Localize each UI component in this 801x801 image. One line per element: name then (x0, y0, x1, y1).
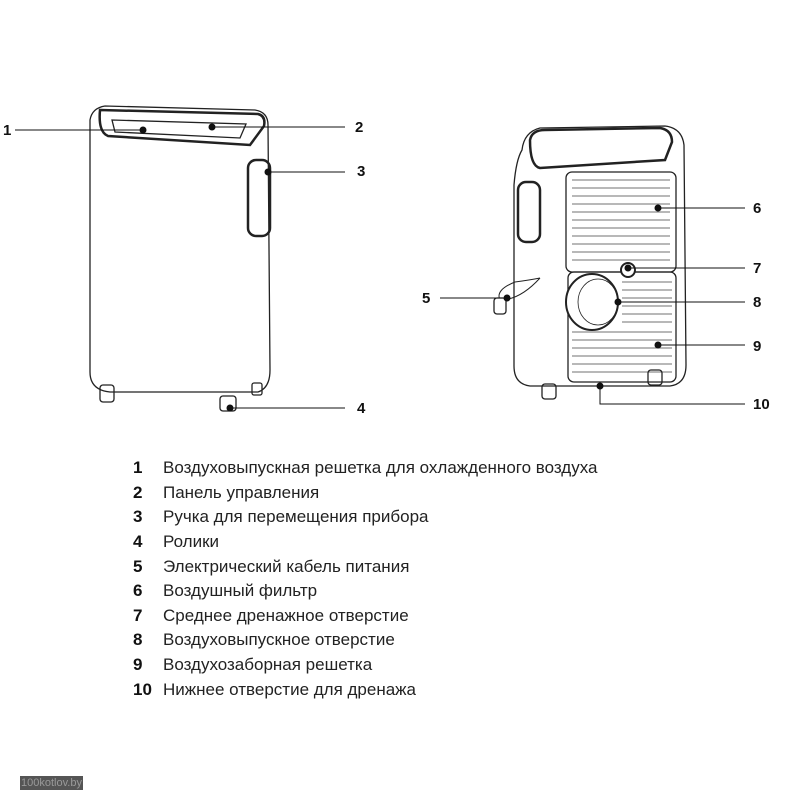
legend-number: 4 (133, 532, 143, 552)
callout-2: 2 (355, 119, 364, 136)
legend-number: 1 (133, 458, 143, 478)
legend-item: 10 Нижнее отверстие для дренажа (133, 677, 598, 702)
callout-8: 8 (753, 294, 762, 311)
legend-number: 6 (133, 581, 143, 601)
callout-1: 1 (3, 122, 12, 139)
legend-text: Воздушный фильтр (163, 581, 318, 601)
legend-item: 5 Электрический кабель питания (133, 554, 598, 579)
legend-number: 10 (133, 679, 152, 699)
legend-item: 4 Ролики (133, 530, 598, 555)
callout-6: 6 (753, 200, 762, 217)
legend-number: 2 (133, 482, 143, 502)
legend-item: 6 Воздушный фильтр (133, 579, 598, 604)
legend-text: Воздухозаборная решетка (163, 655, 373, 675)
callout-3: 3 (357, 163, 366, 180)
legend-item: 9 Воздухозаборная решетка (133, 653, 598, 678)
legend-number: 8 (133, 630, 143, 650)
legend-text: Ролики (163, 532, 220, 552)
parts-legend: 1 Воздуховыпускная решетка для охлажденно… (133, 456, 598, 702)
legend-text: Воздуховыпускное отверстие (163, 630, 395, 650)
watermark: 100kotlov.by (20, 776, 83, 790)
front-view-unit (89, 105, 272, 412)
legend-item: 3 Ручка для перемещения прибора (133, 505, 598, 530)
legend-text: Панель управления (163, 482, 320, 502)
callout-4: 4 (357, 400, 366, 417)
leader-lines (15, 123, 745, 412)
legend-text: Электрический кабель питания (163, 556, 410, 576)
legend-number: 9 (133, 655, 143, 675)
legend-item: 1 Воздуховыпускная решетка для охлажденно… (133, 456, 598, 481)
legend-number: 5 (133, 556, 143, 576)
legend-number: 3 (133, 507, 143, 527)
legend-text: Ручка для перемещения прибора (163, 507, 429, 527)
legend-text: Среднее дренажное отверстие (163, 605, 409, 625)
legend-text: Нижнее отверстие для дренажа (163, 679, 417, 699)
legend-item: 8 Воздуховыпускное отверстие (133, 628, 598, 653)
callout-7: 7 (753, 260, 762, 277)
back-view-unit (493, 125, 687, 400)
callout-9: 9 (753, 338, 762, 355)
callout-5: 5 (422, 290, 431, 307)
legend-text: Воздуховыпускная решетка для охлажденног… (163, 458, 598, 478)
callout-10: 10 (753, 396, 770, 413)
legend-item: 2 Панель управления (133, 481, 598, 506)
legend-number: 7 (133, 605, 143, 625)
legend-item: 7 Среднее дренажное отверстие (133, 604, 598, 629)
